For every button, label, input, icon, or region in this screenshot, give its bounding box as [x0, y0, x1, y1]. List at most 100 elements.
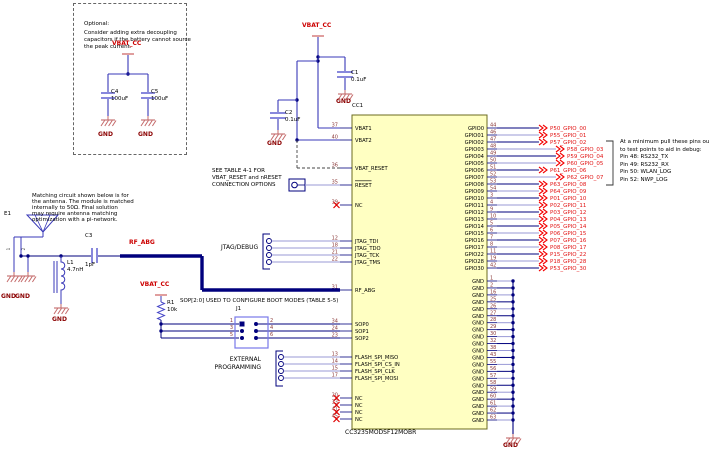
- net-label: P58_GPIO_03: [567, 147, 604, 153]
- see-table-note-line: CONNECTION OPTIONS: [212, 182, 276, 188]
- pin-name: GPIO14: [465, 224, 485, 230]
- nc-x-icon: [333, 401, 340, 409]
- pin-number: 10: [490, 214, 496, 220]
- pin-number: 25: [490, 296, 496, 302]
- pin-number: 24: [332, 326, 338, 332]
- debug-note-line: At a minimum pull these pins out: [620, 139, 709, 145]
- matching-note-line: optimization with a pi-network.: [32, 217, 118, 223]
- j1-ref: J1: [236, 306, 242, 312]
- j1-pin-number: 4: [270, 325, 273, 331]
- connector-pin-circle: [278, 354, 284, 360]
- schematic-shape: [10, 276, 15, 283]
- net-label: P04_GPIO_13: [550, 217, 587, 223]
- matching-note-line: internally to 50Ω. Final solution: [32, 205, 118, 211]
- nc-x-icon: [333, 408, 340, 416]
- sop-note: SOP[2:0] USED TO CONFIGURE BOOT MODES (T…: [180, 298, 339, 304]
- pin-number: 7: [490, 235, 493, 241]
- connector-pin-circle: [266, 238, 272, 244]
- net-flag-chevron-icon: [538, 138, 548, 146]
- debug-note-line: Pin 50: WLAN_LOG: [620, 169, 672, 175]
- pin-name: GPIO28: [465, 259, 484, 265]
- net-flag-chevron-icon: [538, 264, 548, 272]
- optional-box: [73, 3, 187, 155]
- c1-ref: C1: [351, 70, 359, 76]
- j1-header: [234, 316, 269, 349]
- pin-name: GPIO13: [465, 217, 484, 223]
- c3-ref: C3: [85, 233, 93, 239]
- matching-note-line: Matching circuit shown below is for: [32, 193, 129, 199]
- pin-name: GPIO17: [465, 245, 484, 251]
- schematic-shape: [34, 214, 44, 233]
- pin-name: GND: [472, 314, 484, 320]
- pin-number: 26: [490, 303, 496, 309]
- pin-number: 58: [490, 380, 496, 386]
- pin-name: JTAG_TMS: [354, 260, 380, 266]
- pin-number: 53: [490, 179, 496, 185]
- gnd-symbol: [31, 276, 37, 283]
- vbat-cc-label: VBAT_CC: [112, 40, 142, 47]
- net-flag-chevron-icon: [555, 152, 565, 160]
- schematic-shape: [42, 214, 51, 233]
- schematic-shape: [144, 120, 149, 127]
- pin-number: 9: [490, 207, 493, 213]
- pin-number: 38: [490, 345, 496, 351]
- optional-note-line: Consider adding extra decoupling: [84, 30, 177, 36]
- debug-note-line: to test points to aid in debug:: [620, 146, 702, 153]
- pin-name: NC: [355, 417, 363, 423]
- net-flag-chevron-icon: [538, 131, 548, 139]
- pin-name: VBAT2: [355, 138, 372, 144]
- debug-note-line: Pin 48: RS232_TX: [620, 154, 669, 160]
- pin-number: 3: [490, 193, 493, 199]
- pin-name: GND: [472, 293, 484, 299]
- pin-name: SOP0: [355, 322, 369, 328]
- schematic-shape: [14, 276, 19, 283]
- l1-value: 4.7nH: [67, 267, 84, 273]
- chip-part-number: CC3235MODSF12MOBR: [345, 429, 417, 436]
- schematic-shape: [28, 276, 33, 283]
- pin-number: 36: [332, 163, 338, 169]
- c3-value: 1pF: [85, 262, 96, 268]
- pin-number: 5: [490, 221, 493, 227]
- gnd-label: GND: [138, 131, 153, 138]
- pin-name: JTAG_TCK: [354, 253, 380, 259]
- pin-number: 44: [490, 123, 496, 129]
- schematic-shape: [104, 120, 109, 127]
- net-label: P05_GPIO_14: [550, 224, 587, 230]
- c2-value: 0.1uF: [285, 117, 301, 123]
- pin-number: 29: [490, 324, 496, 330]
- net-flag-chevron-icon: [538, 215, 548, 223]
- pin-number: 6: [490, 228, 493, 234]
- pin-number: 56: [490, 366, 496, 372]
- pin-name: GND: [472, 307, 484, 313]
- pin-number: 28: [490, 317, 496, 323]
- gnd-label: GND: [336, 98, 351, 105]
- pin-name: GPIO16: [465, 238, 484, 244]
- pin-name: GND: [472, 369, 484, 375]
- net-flag-chevron-icon: [538, 243, 548, 251]
- pin-name: RESET: [355, 183, 372, 189]
- net-flag-chevron-icon: [555, 159, 565, 167]
- vbat-cc-label: VBAT_CC: [302, 22, 332, 29]
- pin-number: 57: [490, 373, 496, 379]
- debug-note-line: Pin 49: RS232_RX: [620, 161, 669, 168]
- pin-number: 43: [490, 352, 496, 358]
- schematic-shape: [509, 438, 514, 445]
- pin-number: 42: [490, 263, 496, 269]
- pin-name: GND: [472, 300, 484, 306]
- nc-x-icon: [333, 394, 340, 402]
- gnd-label: GND: [267, 140, 282, 147]
- pin-name: GND: [472, 335, 484, 341]
- optional-note-line: capacitors if the battery cannot source: [84, 37, 191, 43]
- j1-pin-dot: [254, 329, 258, 333]
- net-flag-chevron-icon: [538, 236, 548, 244]
- pin-name: GND: [472, 362, 484, 368]
- nc-x-icon: [333, 201, 340, 209]
- matching-note-line: the antenna. The module is matched: [32, 199, 134, 205]
- gnd-symbol: [281, 134, 287, 141]
- pin-name: GND: [472, 279, 484, 285]
- j1-pin-number: 5: [230, 332, 233, 338]
- pin-name: GPIO06: [465, 168, 484, 174]
- net-flag-chevron-icon: [538, 250, 548, 258]
- net-label: P55_GPIO_01: [550, 133, 586, 139]
- pin-name: FLASH_SPI_MOSI: [355, 376, 399, 382]
